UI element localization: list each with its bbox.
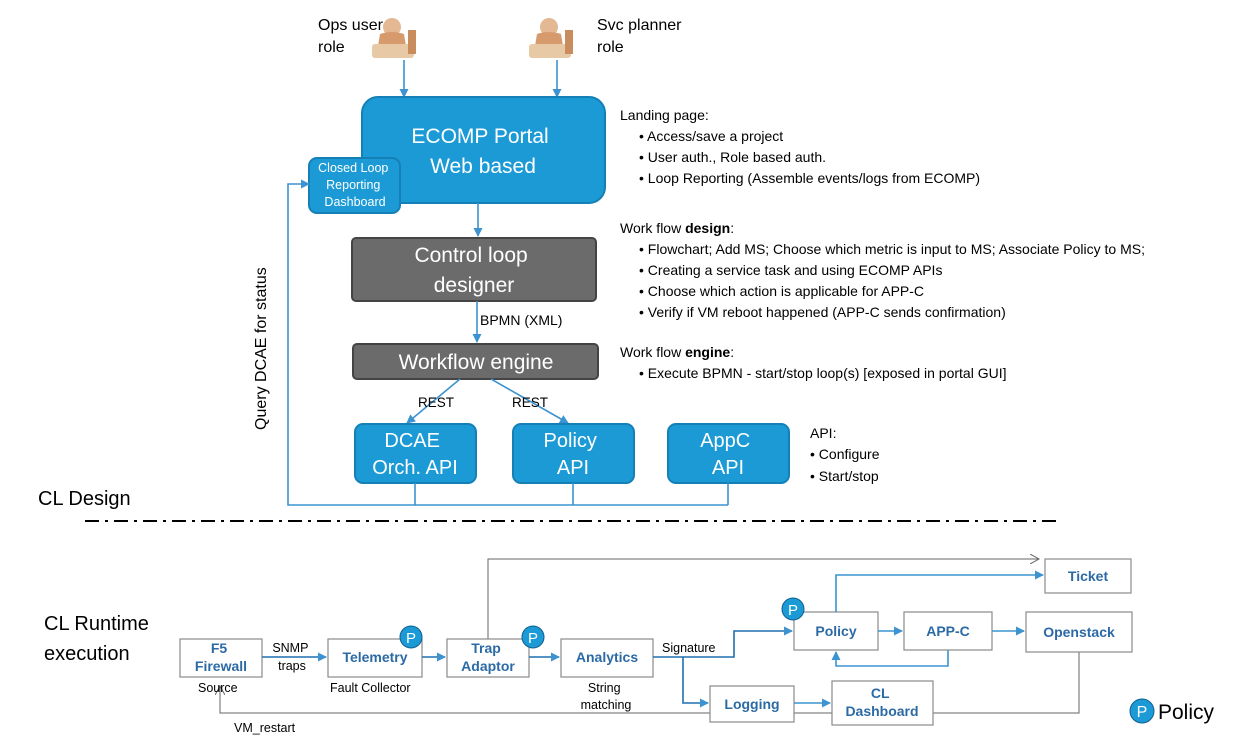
trap-to-ticket-path bbox=[487, 559, 1039, 639]
ecomp-portal-title: ECOMP Portal Web based bbox=[411, 125, 554, 178]
policy-to-ticket-arrow bbox=[835, 570, 1044, 612]
trap-adaptor-label: Trap Adaptor bbox=[461, 640, 515, 674]
appc-to-policy-arrow bbox=[831, 650, 949, 667]
svg-text:• Choose which action is appli: • Choose which action is applicable for … bbox=[639, 283, 924, 299]
cl-design-title: CL Design bbox=[38, 488, 131, 510]
bpmn-label: BPMN (XML) bbox=[480, 312, 562, 328]
trap-policy-badge bbox=[521, 625, 545, 649]
svg-text:• Verify if VM reboot happened: • Verify if VM reboot happened (APP-C se… bbox=[639, 304, 1006, 320]
query-dcae-feedback-arrow bbox=[287, 179, 416, 506]
workflow-engine-notes: Work flow engine: • Execute BPMN - start… bbox=[620, 344, 1007, 381]
telemetry-policy-badge-text: P bbox=[406, 630, 416, 647]
f5-firewall-box[interactable] bbox=[179, 638, 263, 678]
svg-text:Work flow engine:: Work flow engine: bbox=[620, 344, 734, 360]
engine-to-policy-arrow bbox=[490, 378, 569, 424]
policy-api-label: Policy API bbox=[544, 430, 603, 479]
cl-dashboard-box[interactable] bbox=[831, 680, 934, 726]
legend-policy-badge-text: P bbox=[1137, 704, 1148, 721]
api-notes: API: • Configure • Start/stop bbox=[810, 425, 880, 484]
telemetry-policy-badge bbox=[399, 625, 423, 649]
openstack-label: Openstack bbox=[1043, 624, 1115, 640]
appc-api-label: AppC API bbox=[700, 430, 756, 479]
openstack-box[interactable] bbox=[1025, 611, 1133, 653]
svg-text:Landing page:: Landing page: bbox=[620, 107, 709, 123]
snmp-traps-label: SNMP traps bbox=[272, 641, 311, 673]
cl-runtime-title: CL Runtime execution bbox=[44, 613, 154, 665]
svg-text:• Access/save a project: • Access/save a project bbox=[639, 128, 783, 144]
rest-left-label: REST bbox=[418, 395, 454, 410]
legend-policy-badge bbox=[1129, 698, 1155, 724]
legend-policy-label: Policy bbox=[1158, 701, 1215, 724]
svc-planner-figure bbox=[529, 18, 573, 58]
svg-text:• Execute BPMN - start/stop lo: • Execute BPMN - start/stop loop(s) [exp… bbox=[639, 365, 1007, 381]
closed-loop-dashboard-label: Closed Loop Reporting Dashboard bbox=[318, 161, 392, 209]
svg-text:• Loop Reporting (Assemble eve: • Loop Reporting (Assemble events/logs f… bbox=[639, 170, 980, 186]
fault-collector-label: Fault Collector bbox=[330, 681, 411, 695]
logging-label: Logging bbox=[724, 696, 779, 712]
analytics-to-policy-arrow bbox=[653, 626, 793, 658]
string-matching-label: String matching bbox=[581, 681, 632, 712]
landing-page-notes: Landing page: • Access/save a project • … bbox=[620, 107, 980, 186]
dcae-orch-api-label: DCAE Orch. API bbox=[372, 430, 458, 479]
signature-label: Signature bbox=[662, 641, 716, 655]
rest-right-label: REST bbox=[512, 395, 548, 410]
telemetry-label: Telemetry bbox=[342, 649, 407, 665]
workflow-design-notes: Work flow design: • Flowchart; Add MS; C… bbox=[620, 220, 1145, 320]
ticket-label: Ticket bbox=[1068, 568, 1109, 584]
svg-text:• Creating a service task and: • Creating a service task and using ECOM… bbox=[639, 262, 942, 278]
workflow-engine-box[interactable] bbox=[352, 343, 599, 380]
logging-box[interactable] bbox=[709, 685, 795, 723]
f5-firewall-label: F5 Firewall bbox=[195, 640, 247, 674]
query-dcae-label: Query DCAE for status bbox=[253, 267, 270, 430]
policy-label: Policy bbox=[815, 623, 856, 639]
control-loop-designer-label: Control loop designer bbox=[414, 244, 533, 297]
svg-text:• Start/stop: • Start/stop bbox=[810, 468, 879, 484]
svg-text:• Flowchart; Add MS; Choose wh: • Flowchart; Add MS; Choose which metric… bbox=[639, 241, 1145, 257]
trap-policy-badge-text: P bbox=[528, 630, 538, 647]
appc-label: APP-C bbox=[926, 623, 970, 639]
analytics-box[interactable] bbox=[560, 638, 654, 678]
policy-policy-badge-text: P bbox=[788, 602, 798, 619]
trap-adaptor-box[interactable] bbox=[446, 638, 530, 678]
vm-restart-path bbox=[220, 652, 1080, 714]
ecomp-portal-box[interactable] bbox=[361, 96, 606, 204]
analytics-label: Analytics bbox=[576, 649, 638, 665]
policy-policy-badge bbox=[781, 597, 805, 621]
engine-to-dcae-arrow bbox=[406, 378, 461, 424]
source-label: Source bbox=[198, 681, 238, 695]
analytics-to-logging-arrow bbox=[682, 657, 709, 708]
svg-text:API:: API: bbox=[810, 425, 836, 441]
cl-dashboard-label: CL Dashboard bbox=[845, 685, 918, 719]
svg-text:• User auth., Role based auth.: • User auth., Role based auth. bbox=[639, 149, 826, 165]
svg-text:Work flow design:: Work flow design: bbox=[620, 220, 734, 236]
ops-user-figure bbox=[372, 18, 416, 58]
control-loop-designer-box[interactable] bbox=[351, 237, 597, 302]
ticket-box[interactable] bbox=[1044, 558, 1132, 594]
svg-text:• Configure: • Configure bbox=[810, 446, 880, 462]
workflow-engine-label: Workflow engine bbox=[399, 351, 554, 374]
vm-restart-label: VM_restart bbox=[234, 721, 296, 735]
